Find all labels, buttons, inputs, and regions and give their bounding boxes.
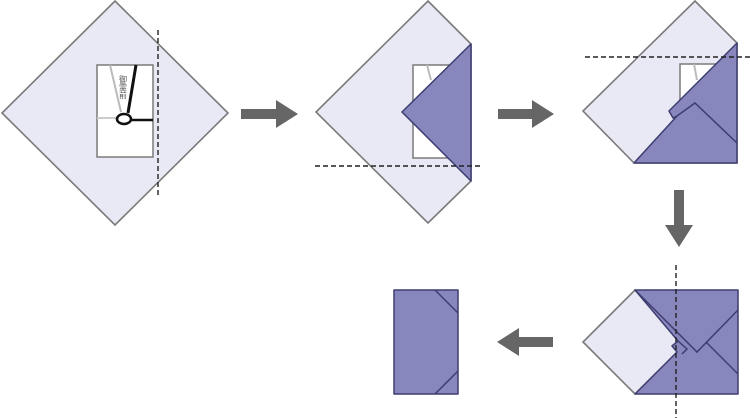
fold-crease [434,370,459,395]
cloth [314,0,472,225]
step-1: 御霊前 [0,0,230,227]
fold-crease [677,340,689,355]
arrow-down-icon [665,190,693,247]
condolence-envelope [96,64,154,158]
wrapped-fukusa [393,289,459,395]
arrow-right-icon [241,100,298,128]
envelope-text: 御霊前 [119,74,128,100]
envelope-ribbon-light [693,63,698,81]
envelope-ribbon-light [109,64,122,113]
step-4 [581,265,739,418]
folded-corner [401,43,472,182]
fold-crease [634,289,739,354]
step-3 [581,0,750,164]
step-2 [314,0,480,225]
step-5 [393,289,459,395]
arrow-right-icon [498,100,554,128]
arrow-left-icon [497,328,553,356]
fold-crease [434,289,459,314]
fold-crease [676,102,738,144]
envelope-cord [126,64,138,114]
envelope-ribbon-light [426,64,432,81]
fold-crease [705,341,739,375]
